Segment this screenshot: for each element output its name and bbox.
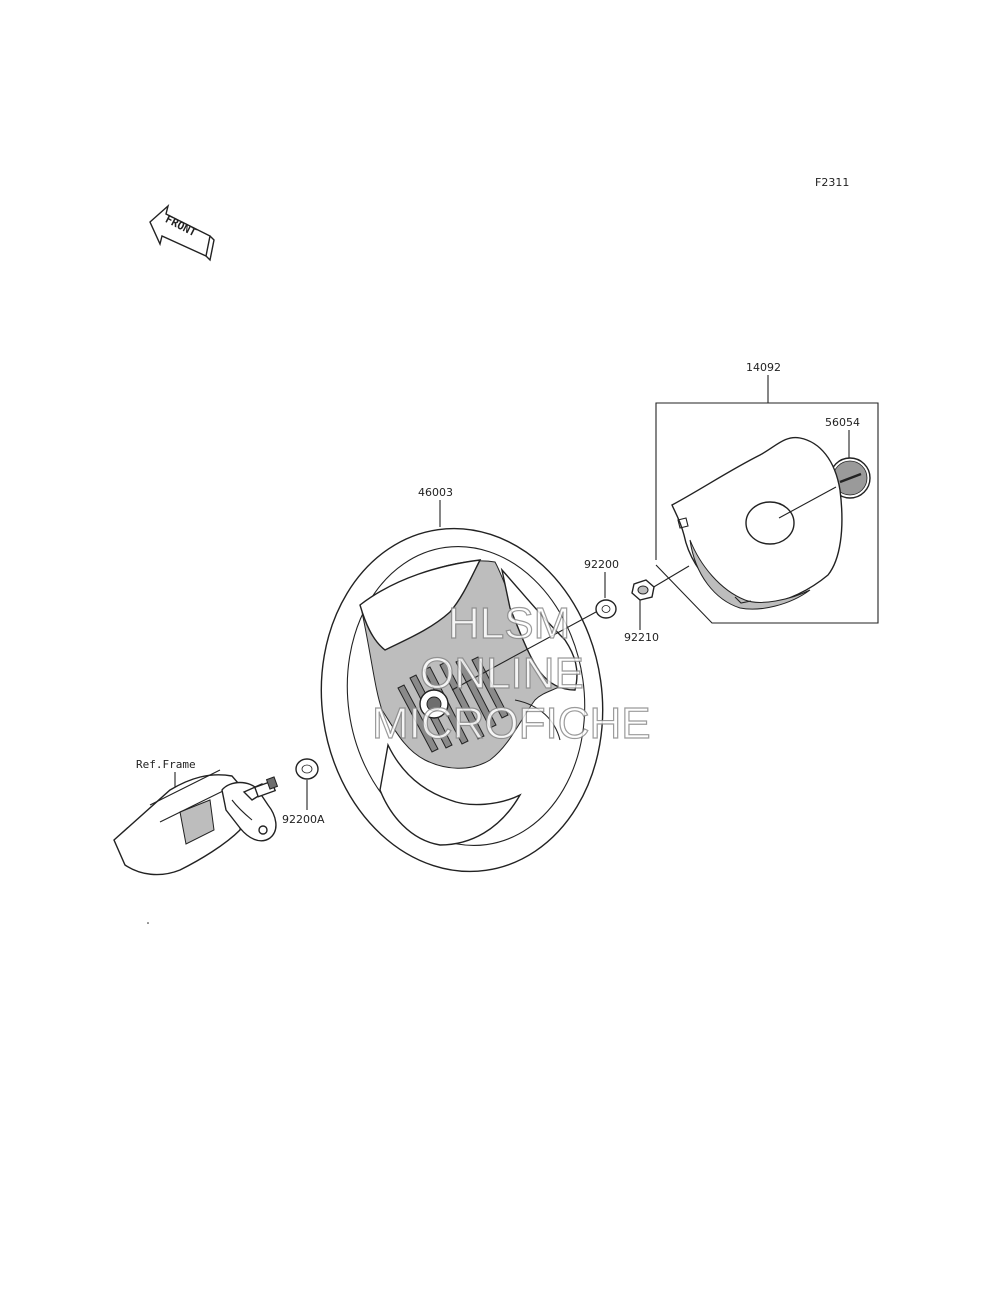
steering-wheel — [320, 527, 604, 873]
label-46003: 46003 — [418, 486, 453, 499]
watermark-line2: ONLINE — [420, 649, 584, 698]
steering-cover — [671, 436, 843, 610]
label-92200: 92200 — [584, 558, 619, 571]
steering-column-frame — [113, 769, 279, 876]
label-92200a: 92200A — [282, 813, 325, 826]
nut-92210 — [631, 579, 655, 601]
front-arrow-icon: FRONT — [149, 203, 215, 262]
label-56054: 56054 — [825, 416, 860, 429]
label-14092: 14092 — [746, 361, 781, 374]
watermark-line3: MICROFICHE — [372, 699, 651, 748]
figure-code: F2311 — [815, 176, 849, 189]
label-ref-frame: Ref.Frame — [136, 758, 196, 771]
washer-92200 — [595, 599, 617, 619]
label-92210: 92210 — [624, 631, 659, 644]
cover-callout-box — [655, 402, 879, 624]
watermark: HLSM ONLINE MICROFICHE — [371, 598, 651, 748]
watermark-line1: HLSM — [448, 599, 570, 648]
washer-92200a — [295, 758, 319, 780]
